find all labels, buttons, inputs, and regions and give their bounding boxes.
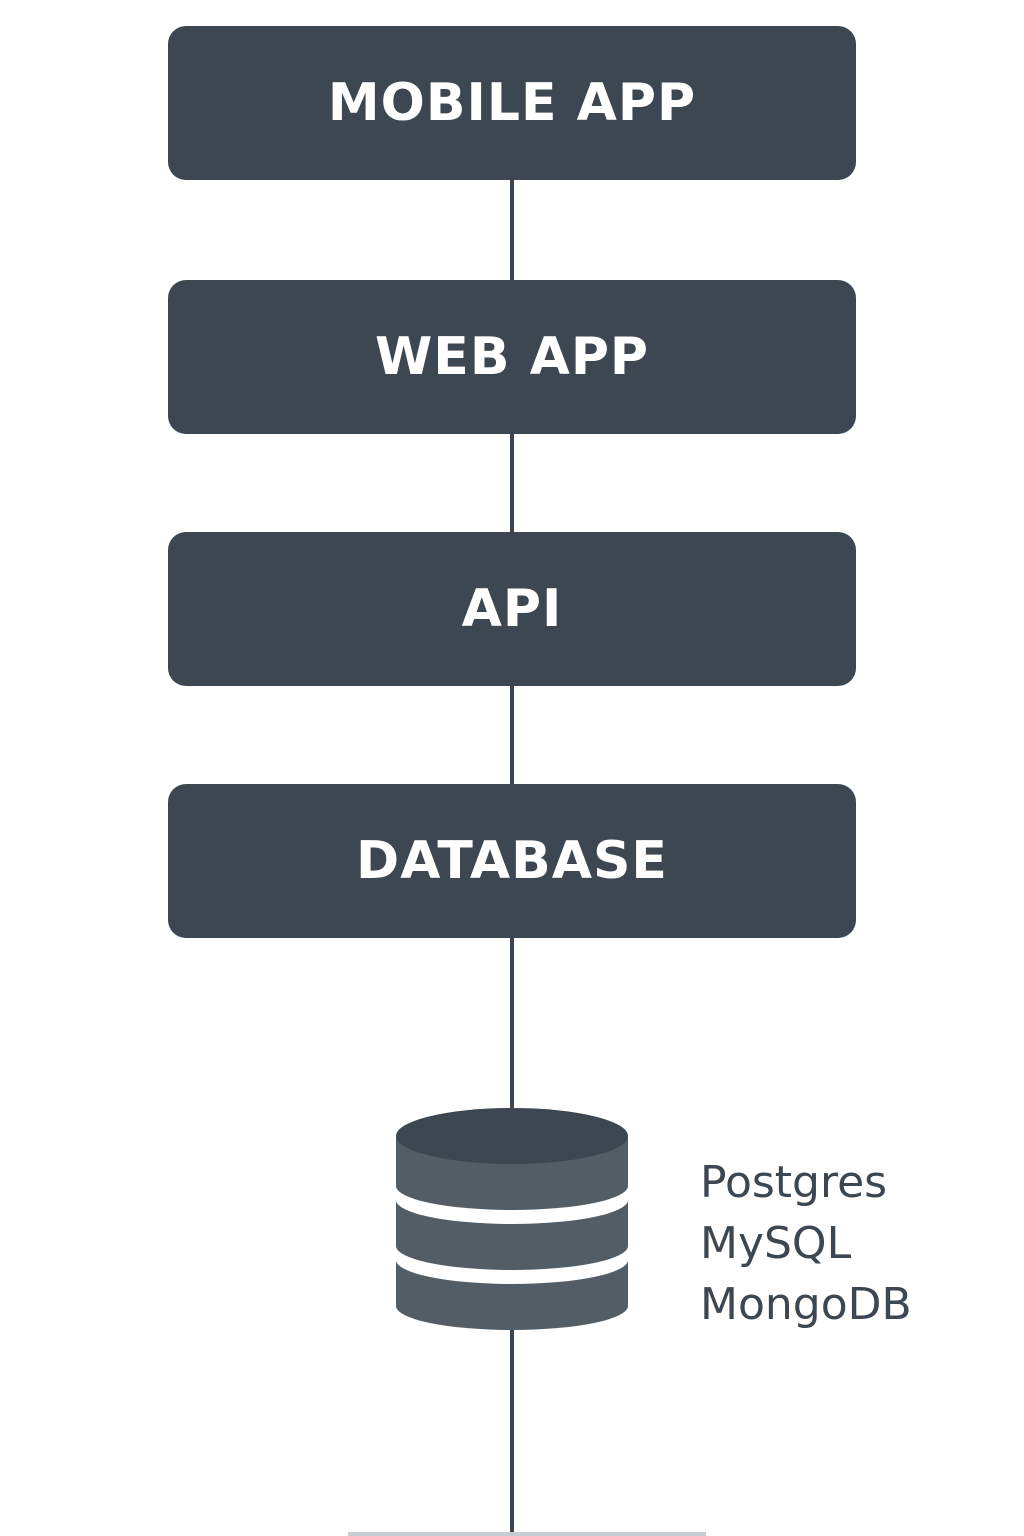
mobile-app-label: MOBILE APP (327, 73, 697, 133)
mobile-app-box: MOBILE APP (168, 26, 856, 180)
database-engine-list: Postgres MySQL MongoDB (700, 1152, 912, 1335)
connector-api-database (510, 686, 514, 784)
connector-web-api (510, 434, 514, 532)
database-box: DATABASE (168, 784, 856, 938)
api-box: API (168, 532, 856, 686)
connector-mobile-web (510, 180, 514, 280)
engine-mongodb: MongoDB (700, 1279, 912, 1330)
connector-storage-bottom (510, 1326, 514, 1536)
web-app-label: WEB APP (374, 327, 650, 387)
web-app-box: WEB APP (168, 280, 856, 434)
api-label: API (461, 579, 563, 639)
database-cylinder-icon (396, 1108, 628, 1330)
engine-postgres: Postgres (700, 1157, 888, 1208)
base-line (348, 1532, 706, 1536)
engine-mysql: MySQL (700, 1218, 852, 1269)
connector-database-storage (510, 938, 514, 1110)
database-label: DATABASE (356, 831, 668, 891)
